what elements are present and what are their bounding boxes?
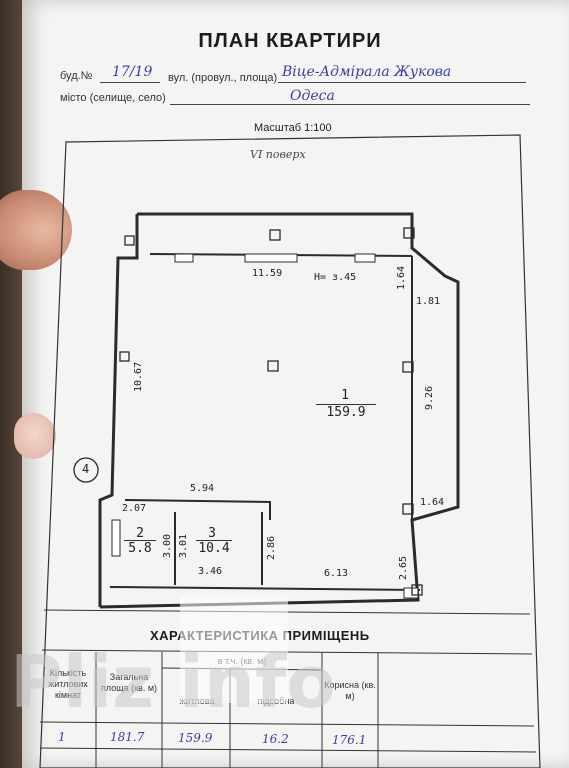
entry-marker: 4 [82, 462, 90, 476]
dim-bottom-right-small: 2.65 [398, 555, 409, 580]
header-useful: Корисна (кв. м) [324, 680, 376, 701]
column [403, 227, 415, 239]
watermark-logo: Pliz info [10, 640, 336, 724]
dim-room3-right: 2.86 [266, 535, 277, 560]
dim-left-wall: 10.67 [133, 361, 144, 392]
dim-top-wall: 11.59 [252, 268, 283, 279]
cell-rooms-count: 1 [58, 730, 66, 744]
room-2-area: 5.8 [124, 540, 156, 556]
thumb [0, 190, 72, 459]
cell-living: 159.9 [178, 731, 213, 745]
column [269, 229, 281, 241]
entry-circle [73, 457, 99, 483]
column [411, 584, 423, 596]
dim-right-wall: 9.26 [424, 385, 435, 410]
column [402, 503, 414, 515]
outer-wall-top-right [99, 212, 460, 609]
header-rooms-count: Кількість житлових кімнат [48, 668, 88, 700]
dim-room2-top: 2.07 [122, 503, 147, 514]
city-label: місто (селище, село) [60, 92, 166, 104]
column [402, 361, 414, 373]
floor-note: VI поверх [250, 148, 306, 161]
room-1-area: 159.9 [316, 404, 376, 420]
thumbnail [14, 413, 56, 459]
dim-right-lower-small: 1.64 [420, 497, 445, 508]
street-value: Віце-Адмірала Жукова [282, 64, 452, 80]
room-3-number: 3 [208, 526, 216, 541]
outer-wall-left [98, 214, 139, 607]
room-1-number: 1 [341, 388, 349, 403]
dim-room3-bottom: 3.46 [198, 566, 223, 577]
cell-useful: 176.1 [332, 733, 367, 747]
window [111, 519, 121, 557]
column [119, 351, 130, 362]
cell-total-area: 181.7 [110, 730, 145, 744]
window [174, 253, 194, 263]
room-3-area: 10.4 [196, 540, 232, 556]
room-2-number: 2 [136, 526, 144, 541]
city-value: Одеса [290, 88, 335, 104]
dim-mid-horizontal: 5.94 [190, 483, 215, 494]
header-total-area: Загальна площа (кв. м) [100, 672, 158, 693]
street-underline [278, 82, 526, 83]
dim-ceiling-height: H= з.45 [314, 272, 357, 283]
dim-top-right-small: 1.64 [396, 265, 407, 290]
city-underline [170, 104, 530, 105]
window [244, 253, 298, 263]
table-border [39, 747, 537, 753]
building-number-label: буд.№ [60, 70, 93, 82]
building-number-value: 17/19 [112, 64, 153, 80]
street-label: вул. (провул., площа) [168, 72, 278, 84]
dim-room2-height: 3.00 [162, 533, 173, 558]
scale-label: Масштаб 1:100 [254, 122, 332, 134]
document-title: ПЛАН КВАРТИРИ [198, 30, 382, 52]
document-sheet [22, 0, 569, 768]
dim-bottom-wall: 6.13 [324, 568, 349, 579]
plan-frame [39, 134, 541, 768]
column [124, 235, 135, 246]
building-number-underline [100, 82, 160, 83]
column [267, 360, 279, 372]
partition-horizontal [124, 499, 271, 520]
dim-right-upper: 1.81 [416, 296, 441, 307]
table-border [39, 721, 535, 727]
watermark-block [180, 595, 288, 703]
window [403, 587, 419, 599]
inner-wall-bottom [109, 586, 421, 591]
cell-auxiliary: 16.2 [262, 732, 289, 746]
window [354, 253, 376, 263]
dim-room3-left: 3.01 [178, 533, 189, 558]
